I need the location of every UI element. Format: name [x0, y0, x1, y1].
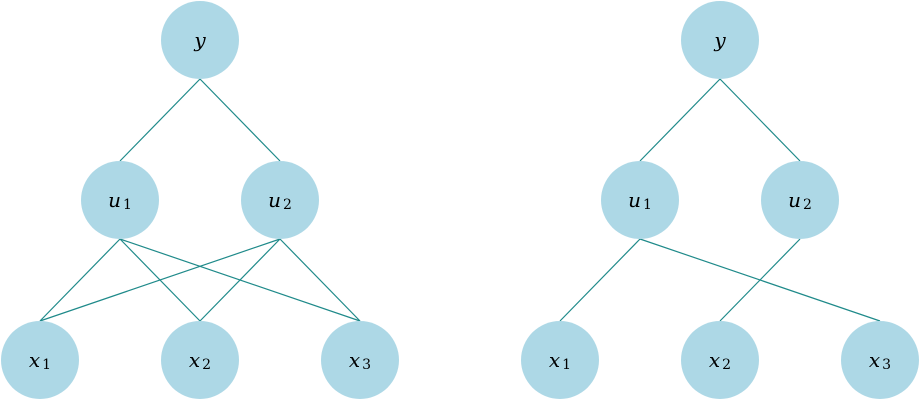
node-subscript: 2	[803, 197, 812, 213]
node-symbol: x	[549, 348, 560, 372]
node-subscript: 1	[123, 197, 132, 213]
node-symbol: u	[628, 188, 641, 212]
node-circle	[241, 161, 319, 239]
node-symbol: x	[189, 348, 200, 372]
edge-u2-x3	[279, 238, 361, 322]
node-symbol: u	[108, 188, 121, 212]
node-symbol: x	[869, 348, 880, 372]
node-subscript: 1	[643, 197, 652, 213]
node-y: y	[161, 1, 239, 79]
edge-y-u2	[199, 78, 281, 162]
node-y: y	[681, 1, 759, 79]
node-subscript: 3	[362, 357, 371, 373]
node-subscript: 1	[42, 357, 51, 373]
node-circle	[81, 161, 159, 239]
edge-u2-x1	[39, 238, 281, 322]
edge-y-u2	[719, 78, 801, 162]
graph-edges	[559, 78, 881, 322]
graph-edges	[39, 78, 361, 322]
edge-y-u1	[639, 78, 721, 162]
node-circle	[521, 321, 599, 399]
node-symbol: y	[193, 28, 206, 52]
node-symbol: x	[709, 348, 720, 372]
node-circle	[1, 321, 79, 399]
node-symbol: x	[349, 348, 360, 372]
node-subscript: 3	[882, 357, 891, 373]
node-circle	[841, 321, 919, 399]
edge-u1-x1	[39, 238, 121, 322]
node-subscript: 2	[722, 357, 731, 373]
node-subscript: 1	[562, 357, 571, 373]
node-symbol: x	[29, 348, 40, 372]
node-circle	[321, 321, 399, 399]
node-circle	[161, 1, 239, 79]
node-circle	[681, 1, 759, 79]
node-circle	[761, 161, 839, 239]
edge-u2-x2	[719, 238, 801, 322]
node-circle	[681, 321, 759, 399]
node-label: y	[713, 28, 726, 52]
node-subscript: 2	[202, 357, 211, 373]
node-symbol: u	[788, 188, 801, 212]
edge-u2-x2	[199, 238, 281, 322]
node-circle	[161, 321, 239, 399]
node-symbol: y	[713, 28, 726, 52]
node-circle	[601, 161, 679, 239]
edge-u1-x1	[559, 238, 641, 322]
edge-y-u1	[119, 78, 201, 162]
node-subscript: 2	[283, 197, 292, 213]
node-symbol: u	[268, 188, 281, 212]
node-label: y	[193, 28, 206, 52]
